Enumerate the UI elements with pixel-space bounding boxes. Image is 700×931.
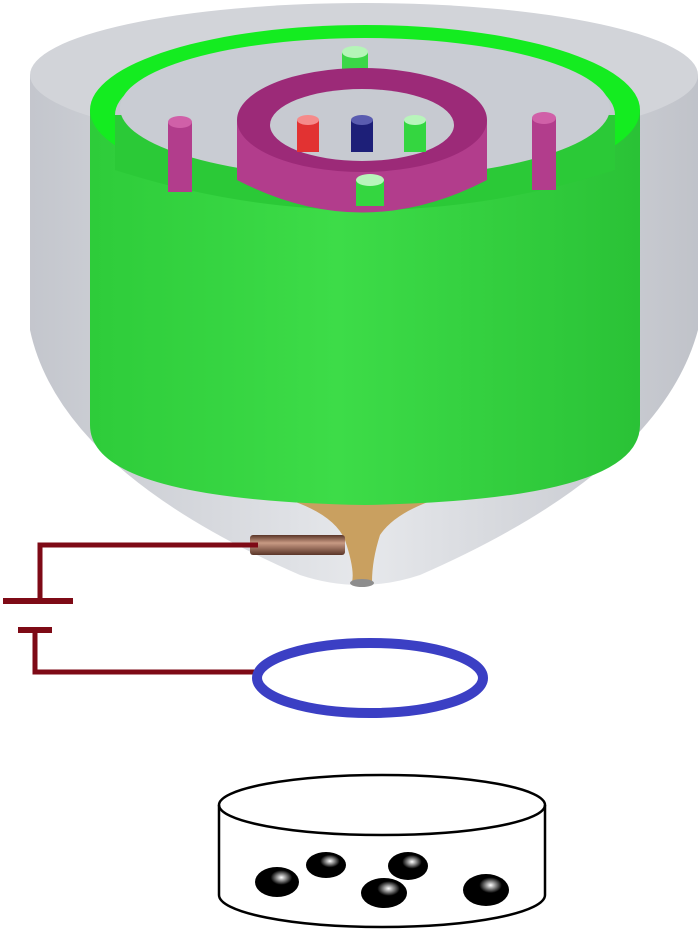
blue-rod bbox=[351, 115, 373, 152]
circuit-wire bbox=[32, 542, 260, 675]
cell-tan bbox=[388, 852, 428, 880]
ring-electrode bbox=[252, 638, 488, 718]
nozzle-tip bbox=[350, 579, 374, 587]
petri-dish bbox=[217, 773, 547, 929]
cell-yellow bbox=[361, 878, 407, 908]
green-rod-front bbox=[356, 174, 384, 206]
magenta-rod-left bbox=[168, 116, 192, 192]
battery-icon bbox=[3, 598, 73, 633]
taylor-cone bbox=[250, 490, 470, 582]
red-rod bbox=[297, 115, 319, 152]
metal-needle bbox=[250, 535, 345, 555]
cells bbox=[255, 852, 509, 908]
cell-green bbox=[463, 874, 509, 906]
green-rod-inner bbox=[404, 115, 426, 152]
cell-white bbox=[306, 852, 346, 878]
magenta-rod-right bbox=[532, 112, 556, 190]
cell-red bbox=[255, 867, 299, 897]
